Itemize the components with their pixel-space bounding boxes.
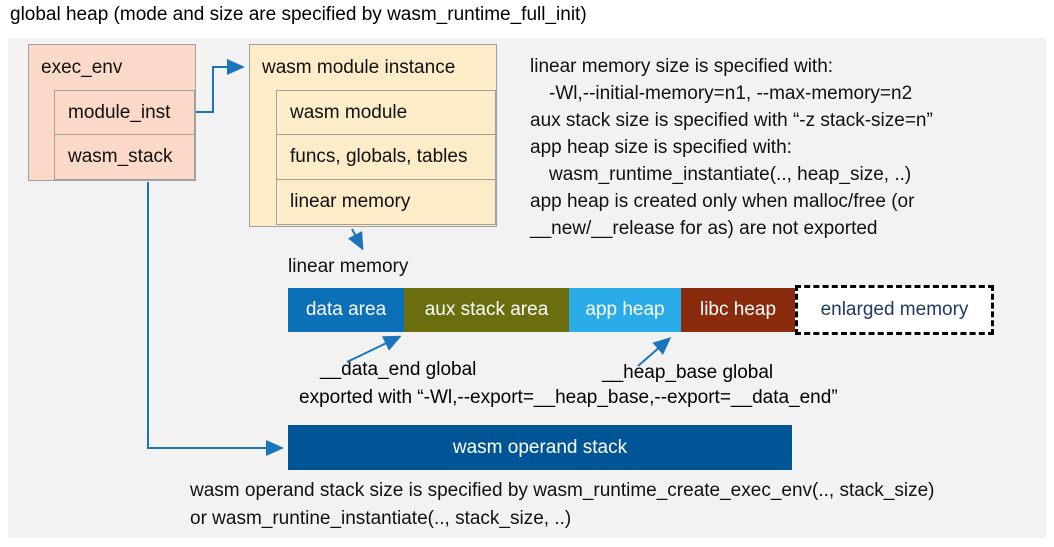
segment-aux-stack-area: aux stack area (404, 288, 569, 332)
module-instance-row-wasm-module: wasm module (276, 89, 496, 136)
note-line: app heap size is specified with: (530, 137, 792, 158)
linear-memory-bar: data area aux stack area app heap libc h… (288, 285, 994, 335)
exec-env-box: exec_env module_inst wasm_stack (28, 44, 196, 181)
module-instance-title: wasm module instance (262, 57, 456, 78)
export-note: exported with “-Wl,--export=__heap_base,… (299, 387, 838, 408)
module-instance-row-funcs-globals-tables: funcs, globals, tables (276, 134, 496, 180)
module-instance-box: wasm module instance wasm module funcs, … (249, 44, 497, 227)
wasm-operand-stack-label: wasm operand stack (452, 436, 628, 458)
note-line: __new/__release for as) are not exported (530, 218, 878, 239)
stack-notes: wasm operand stack size is specified by … (190, 477, 935, 533)
segment-label: app heap (585, 299, 665, 320)
segment-label: libc heap (699, 299, 777, 320)
segment-label: aux stack area (424, 299, 549, 320)
note-line: linear memory size is specified with: (530, 56, 834, 77)
wasm-module-label: wasm module (290, 101, 408, 123)
heap-base-global-label: __heap_base global (602, 362, 774, 383)
segment-libc-heap: libc heap (681, 288, 795, 332)
exec-env-row-module-inst: module_inst (54, 89, 195, 136)
exec-env-title: exec_env (41, 57, 123, 78)
note-line: app heap is created only when malloc/fre… (530, 191, 915, 212)
segment-label: data area (305, 299, 387, 320)
segment-label: enlarged memory (820, 299, 969, 320)
funcs-globals-tables-label: funcs, globals, tables (290, 146, 468, 167)
memory-notes: linear memory size is specified with: -W… (530, 53, 933, 242)
note-line: or wasm_runtine_instantiate(.., stack_si… (190, 508, 572, 529)
segment-app-heap: app heap (569, 288, 681, 332)
segment-enlarged-memory: enlarged memory (795, 285, 994, 335)
segment-data-area: data area (288, 288, 404, 332)
wasm-operand-stack-bar: wasm operand stack (288, 425, 792, 470)
linear-memory-row-label: linear memory (290, 190, 411, 212)
note-line: aux stack size is specified with “-z sta… (530, 110, 933, 131)
module-inst-label: module_inst (68, 101, 171, 123)
exec-env-row-wasm-stack: wasm_stack (54, 134, 195, 180)
module-instance-row-linear-memory: linear memory (276, 178, 496, 225)
linear-memory-label: linear memory (288, 256, 409, 277)
note-line: wasm_runtime_instantiate(.., heap_size, … (549, 164, 912, 185)
wasm-stack-label: wasm_stack (68, 146, 173, 167)
data-end-global-label: __data_end global (320, 359, 477, 380)
note-line: wasm operand stack size is specified by … (190, 480, 935, 501)
diagram-title: global heap (mode and size are specified… (10, 4, 587, 25)
note-line: -Wl,--initial-memory=n1, --max-memory=n2 (549, 83, 913, 104)
